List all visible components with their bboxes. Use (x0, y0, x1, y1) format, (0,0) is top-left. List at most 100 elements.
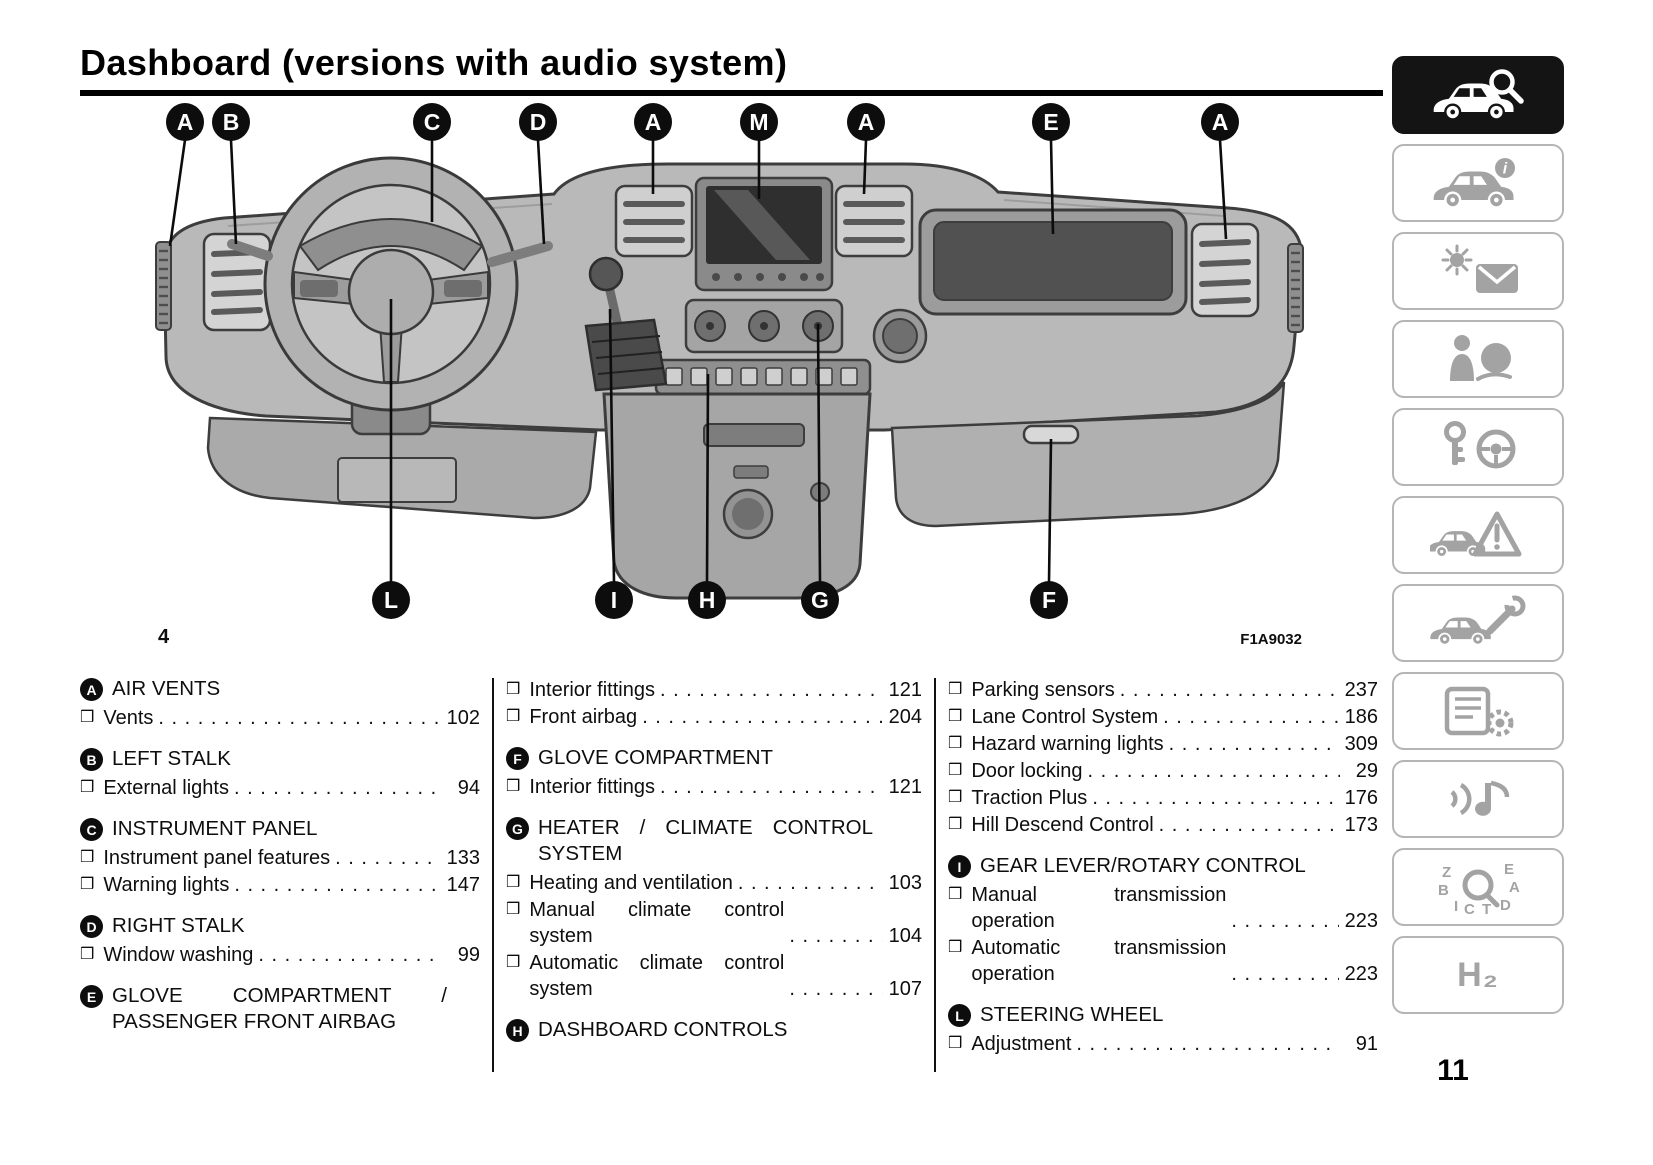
page-title: Dashboard (versions with audio system) (80, 42, 788, 83)
index-entry: ❒Vents102 (80, 705, 480, 731)
checkbox-bullet-icon: ❒ (948, 789, 963, 806)
entry-page-number: 91 (1355, 1033, 1378, 1055)
checkbox-bullet-icon: ❒ (948, 762, 963, 779)
svg-text:E: E (1504, 861, 1514, 878)
index-entry: ❒Window washing99 (80, 942, 480, 968)
sidebar-tab-note-waves[interactable] (1392, 760, 1564, 838)
callout-g: G (801, 581, 839, 619)
column-divider (934, 678, 936, 1072)
dot-leader (789, 923, 882, 949)
entry-label: Adjustment (971, 1033, 1072, 1055)
airbag-person-icon (1430, 331, 1526, 387)
checkbox-bullet-icon: ❒ (948, 886, 963, 903)
entry-label: Automatic climate control system (529, 952, 785, 1000)
sidebar-tab-light-envelope[interactable] (1392, 232, 1564, 310)
entry-page-number: 107 (888, 978, 922, 1000)
callout-a: A (166, 103, 204, 141)
checkbox-bullet-icon: ❒ (506, 708, 521, 725)
entry-label: Vents (103, 707, 154, 729)
entry-label: Front airbag (529, 706, 638, 728)
sidebar-tab-car-wrench[interactable] (1392, 584, 1564, 662)
checkbox-bullet-icon: ❒ (506, 874, 521, 891)
index-entry: ❒Instrument panel features133 (80, 845, 480, 871)
checkbox-bullet-icon: ❒ (948, 681, 963, 698)
car-info-icon: i (1430, 155, 1526, 211)
checkbox-bullet-icon: ❒ (948, 816, 963, 833)
entry-label: Hill Descend Control (971, 814, 1154, 836)
dot-leader (642, 704, 882, 730)
callout-c: C (413, 103, 451, 141)
index-entry: ❒Warning lights147 (80, 872, 480, 898)
dot-leader (660, 677, 883, 703)
svg-text:A: A (1509, 879, 1520, 896)
checkbox-bullet-icon: ❒ (80, 876, 95, 893)
sidebar-tab-h2[interactable]: H₂ (1392, 936, 1564, 1014)
checkbox-bullet-icon: ❒ (506, 681, 521, 698)
index-section-continued: ❒Interior fittings121❒Front airbag204 (506, 677, 922, 730)
index-entry: ❒External lights94 (80, 775, 480, 801)
entry-label: Interior fittings (529, 679, 655, 701)
h2-label: H₂ (1457, 955, 1499, 994)
checkbox-bullet-icon: ❒ (948, 735, 963, 752)
sidebar-tab-key-steering[interactable] (1392, 408, 1564, 486)
index-entry: ❒Automatic climate control system107 (506, 950, 922, 1002)
callout-badge: A (80, 678, 103, 701)
entry-page-number: 121 (888, 679, 922, 701)
callout-leader-lines (168, 139, 1228, 583)
entry-page-number: 104 (888, 925, 922, 947)
sidebar-tab-list-gear[interactable] (1392, 672, 1564, 750)
index-entry: ❒ Interior fittings 121 (506, 677, 922, 703)
sidebar-tab-car-info[interactable]: i (1392, 144, 1564, 222)
light-envelope-icon (1430, 243, 1526, 299)
title-rule (80, 90, 1383, 96)
callout-f: F (1030, 581, 1068, 619)
entry-page-number: 147 (446, 874, 480, 896)
section-header: I GEAR LEVER/ROTARY CONTROL (948, 853, 1378, 879)
dot-leader (1169, 731, 1339, 757)
sidebar-tab-airbag-person[interactable] (1392, 320, 1564, 398)
callout-badge: G (506, 817, 529, 840)
index-entry: ❒Traction Plus176 (948, 785, 1378, 811)
entry-page-number: 94 (457, 777, 480, 799)
dot-leader (158, 705, 440, 731)
callout-badge: D (80, 915, 103, 938)
section-title: INSTRUMENT PANEL (112, 817, 318, 840)
svg-text:Z: Z (1442, 864, 1451, 881)
section-title: GLOVE COMPARTMENT / PASSENGER FRONT AIRB… (112, 984, 447, 1033)
callout-l: L (372, 581, 410, 619)
section-title: GEAR LEVER/ROTARY CONTROL (980, 854, 1306, 877)
index-entry: ❒ Hill Descend Control 173 (948, 812, 1378, 838)
svg-text:D: D (1500, 897, 1511, 914)
section-title: DASHBOARD CONTROLS (538, 1018, 788, 1041)
svg-text:B: B (1438, 882, 1449, 899)
entry-page-number: 309 (1344, 733, 1378, 755)
dot-leader (1159, 812, 1339, 838)
entry-label: Automatic transmission operation (971, 937, 1227, 985)
sidebar-tab-car-search[interactable] (1392, 56, 1564, 134)
checkbox-bullet-icon: ❒ (80, 709, 95, 726)
entry-page-number: 173 (1344, 814, 1378, 836)
entry-page-number: 133 (446, 847, 480, 869)
entry-page-number: 103 (888, 872, 922, 894)
entry-page-number: 237 (1344, 679, 1378, 701)
checkbox-bullet-icon: ❒ (948, 1035, 963, 1052)
dot-leader (1231, 961, 1338, 987)
car-wrench-icon (1430, 595, 1526, 651)
dot-leader (738, 870, 883, 896)
sidebar-tab-car-triangle[interactable] (1392, 496, 1564, 574)
entry-page-number: 186 (1344, 706, 1378, 728)
callout-badge: I (948, 855, 971, 878)
callout-badge: L (948, 1004, 971, 1027)
svg-text:C: C (1464, 901, 1475, 915)
checkbox-bullet-icon: ❒ (506, 901, 521, 918)
dot-leader (1120, 677, 1339, 703)
callout-b: B (212, 103, 250, 141)
index-entry: ❒Lane Control System186 (948, 704, 1378, 730)
